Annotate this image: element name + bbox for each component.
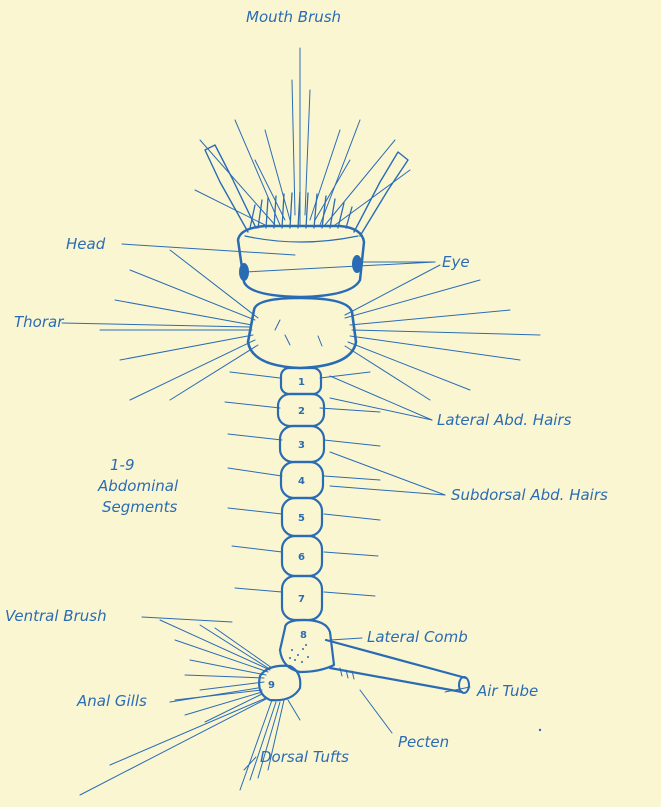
eye-right	[352, 255, 362, 273]
label-head: Head	[66, 235, 106, 253]
segment-number-7: 7	[298, 594, 305, 605]
label-segments-abdominal: Abdominal	[97, 477, 179, 495]
label-thorax: Thorar	[14, 313, 64, 331]
label-lateral-abd-hairs: Lateral Abd. Hairs	[437, 411, 572, 429]
anal-gills	[175, 690, 262, 722]
head	[238, 226, 364, 297]
label-eye: Eye	[442, 253, 470, 271]
ventral-brush	[160, 620, 272, 690]
dorsal-tufts	[80, 698, 300, 795]
label-pecten: Pecten	[398, 733, 449, 751]
segment-number-5: 5	[298, 513, 305, 524]
segment-number-1: 1	[298, 377, 305, 388]
segment-number-3: 3	[298, 440, 305, 451]
label-mouth-brush: Mouth Brush	[246, 8, 341, 26]
label-dorsal-tufts: Dorsal Tufts	[260, 748, 349, 766]
lateral-comb-dots	[289, 644, 309, 663]
label-air-tube: Air Tube	[476, 682, 538, 700]
segment-number-9: 9	[268, 680, 275, 691]
mouth-brush-bristles	[195, 48, 410, 225]
label-subdorsal-abd-hairs: Subdorsal Abd. Hairs	[451, 486, 608, 504]
mouth-brush-fringe	[250, 192, 352, 228]
stray-dot	[539, 729, 541, 731]
air-tube	[326, 640, 469, 693]
label-ventral-brush: Ventral Brush	[5, 607, 107, 625]
segment-number-6: 6	[298, 552, 305, 563]
label-lateral-comb: Lateral Comb	[367, 628, 468, 646]
segment-number-4: 4	[298, 476, 305, 487]
thorax	[248, 298, 356, 368]
label-segments-range: 1-9	[110, 456, 135, 474]
segment-number-2: 2	[298, 406, 305, 417]
label-segments-segments: Segments	[102, 498, 178, 516]
segment-number-8: 8	[300, 630, 307, 641]
segment-8	[280, 620, 334, 672]
label-anal-gills: Anal Gills	[76, 692, 147, 710]
labels: Mouth Brush Head Eye Thorar Lateral Abd.…	[5, 8, 608, 766]
